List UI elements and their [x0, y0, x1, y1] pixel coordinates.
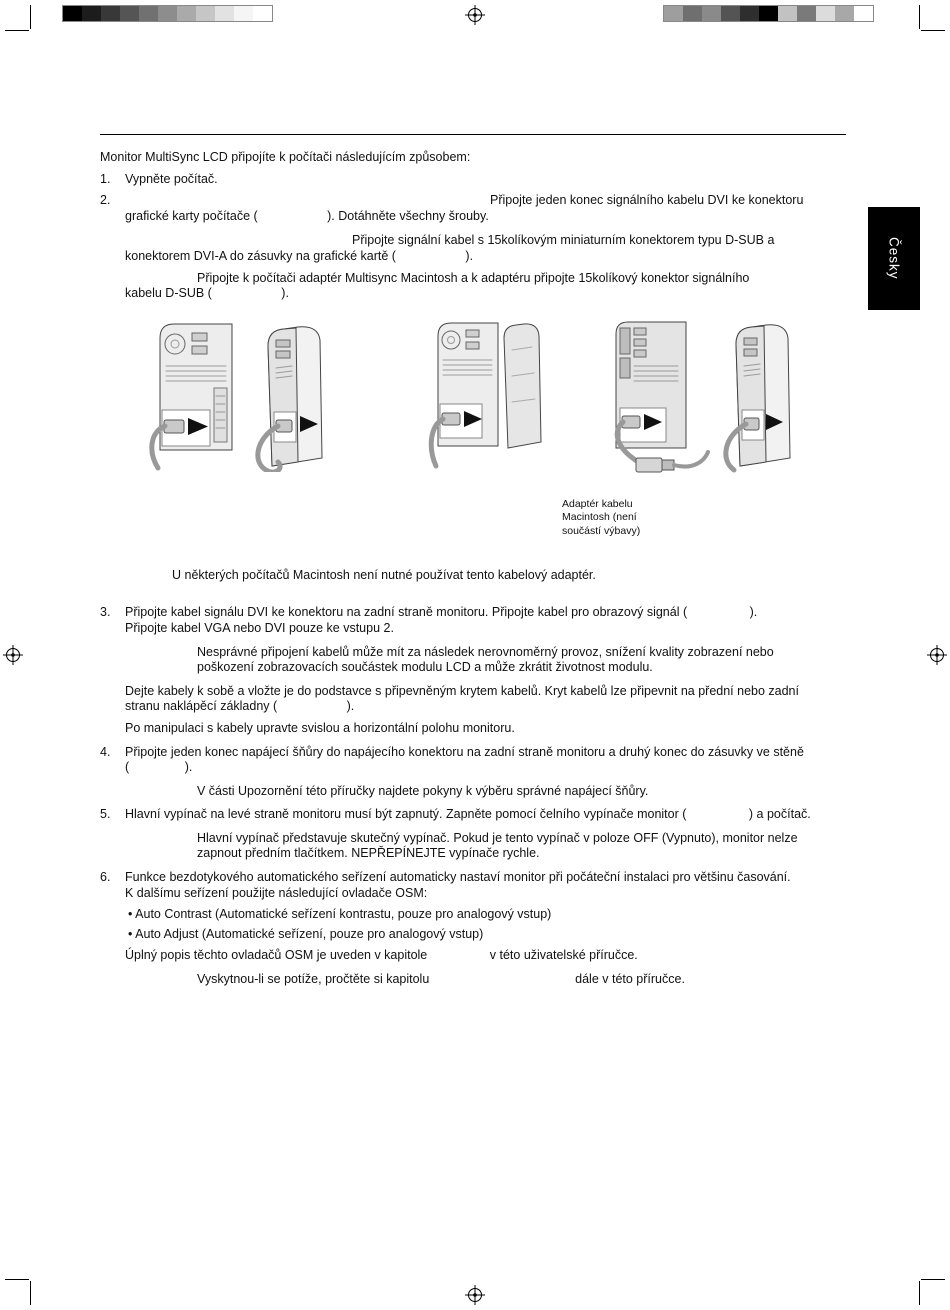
step-2-number: 2.	[100, 193, 111, 208]
step-5-number: 5.	[100, 807, 111, 822]
calibration-swatch	[196, 6, 215, 21]
language-tab-label: Česky	[886, 237, 902, 280]
note-macintosh: U některých počítačů Macintosh není nutn…	[172, 567, 596, 582]
connection-figures: Adaptér kabelu Macintosh (není součástí …	[100, 312, 848, 568]
calibration-swatch	[816, 6, 835, 21]
calibration-swatch	[101, 6, 120, 21]
calibration-swatch	[759, 6, 778, 21]
step-5: 5. Hlavní vypínač na levé straně monitor…	[100, 807, 848, 862]
step-6-note: Vyskytnou-li se potíže, pročtěte si kapi…	[197, 972, 685, 987]
figure-macintosh-connection	[608, 320, 828, 482]
calibration-swatch	[854, 6, 873, 21]
calibration-swatch	[797, 6, 816, 21]
calibration-swatch	[835, 6, 854, 21]
calibration-swatch	[234, 6, 253, 21]
step-3: 3. Připojte kabel signálu DVI ke konekto…	[100, 605, 848, 736]
crop-mark	[921, 1279, 945, 1280]
registration-mark	[465, 5, 485, 25]
step-6-paragraph-2: Úplný popis těchto ovladačů OSM je uvede…	[125, 948, 638, 963]
step-6-paragraph-1: Funkce bezdotykového automatického seříz…	[125, 870, 791, 900]
calibration-swatch	[82, 6, 101, 21]
step-4-paragraph-1: Připojte jeden konec napájecí šňůry do n…	[125, 744, 804, 775]
step-3-paragraph-3: Po manipulaci s kabely upravte svislou a…	[125, 720, 515, 735]
step-6-bullet-auto-adjust: • Auto Adjust (Automatické seřízení, pou…	[128, 926, 484, 941]
step-6-number: 6.	[100, 870, 111, 885]
crop-mark	[921, 30, 945, 31]
calibration-swatch	[740, 6, 759, 21]
calibration-swatch	[702, 6, 721, 21]
macintosh-adapter-caption: Adaptér kabelu Macintosh (není součástí …	[562, 497, 641, 538]
crop-mark	[30, 1281, 31, 1305]
registration-mark	[465, 1285, 485, 1305]
crop-mark	[30, 5, 31, 29]
calibration-swatch	[177, 6, 196, 21]
step-4-note: V části Upozornění této příručky najdete…	[197, 783, 649, 798]
calibration-swatch	[253, 6, 272, 21]
calibration-bar-right	[663, 5, 874, 22]
step-2-paragraph-macintosh: Připojte k počítači adaptér Multisync Ma…	[125, 270, 750, 301]
step-6: 6. Funkce bezdotykového automatického se…	[100, 870, 848, 988]
registration-mark	[3, 645, 23, 665]
calibration-swatch	[215, 6, 234, 21]
step-4: 4. Připojte jeden konec napájecí šňůry d…	[100, 745, 848, 800]
crop-mark	[919, 5, 920, 29]
step-6-bullet-auto-contrast: • Auto Contrast (Automatické seřízení ko…	[128, 907, 552, 922]
calibration-swatch	[158, 6, 177, 21]
step-5-note: Hlavní vypínač představuje skutečný vypí…	[197, 830, 798, 861]
intro-text: Monitor MultiSync LCD připojíte k počíta…	[100, 150, 471, 164]
calibration-swatch	[683, 6, 702, 21]
calibration-swatch	[63, 6, 82, 21]
header-rule	[100, 134, 846, 135]
figure-vga-connection	[428, 320, 543, 470]
calibration-swatch	[721, 6, 740, 21]
step-3-paragraph-1: Připojte kabel signálu DVI ke konektoru …	[125, 605, 758, 635]
calibration-bar-left	[62, 5, 273, 22]
crop-mark	[5, 1279, 29, 1280]
crop-mark	[5, 30, 29, 31]
registration-mark	[927, 645, 947, 665]
step-5-paragraph-1: Hlavní vypínač na levé straně monitoru m…	[125, 807, 811, 822]
step-4-number: 4.	[100, 744, 111, 759]
page-content: Monitor MultiSync LCD připojíte k počíta…	[100, 150, 848, 988]
calibration-swatch	[664, 6, 683, 21]
step-3-note: Nesprávné připojení kabelů může mít za n…	[197, 644, 774, 675]
language-tab: Česky	[868, 207, 920, 310]
crop-mark	[919, 1281, 920, 1305]
step-1-number: 1.	[100, 171, 111, 186]
step-1: 1. Vypněte počítač.	[100, 172, 848, 188]
step-2-paragraph-dvi: Připojte jeden konec signálního kabelu D…	[125, 193, 804, 223]
calibration-swatch	[120, 6, 139, 21]
step-3-paragraph-2: Dejte kabely k sobě a vložte je do podst…	[125, 683, 799, 714]
figure-dvi-connection	[148, 320, 346, 472]
step-1-text: Vypněte počítač.	[125, 171, 218, 186]
step-2: 2. Připojte jeden konec signálního kabel…	[100, 193, 848, 302]
calibration-swatch	[139, 6, 158, 21]
step-3-number: 3.	[100, 605, 111, 620]
step-2-paragraph-dsub: Připojte signální kabel s 15kolíkovým mi…	[125, 233, 775, 263]
calibration-swatch	[778, 6, 797, 21]
